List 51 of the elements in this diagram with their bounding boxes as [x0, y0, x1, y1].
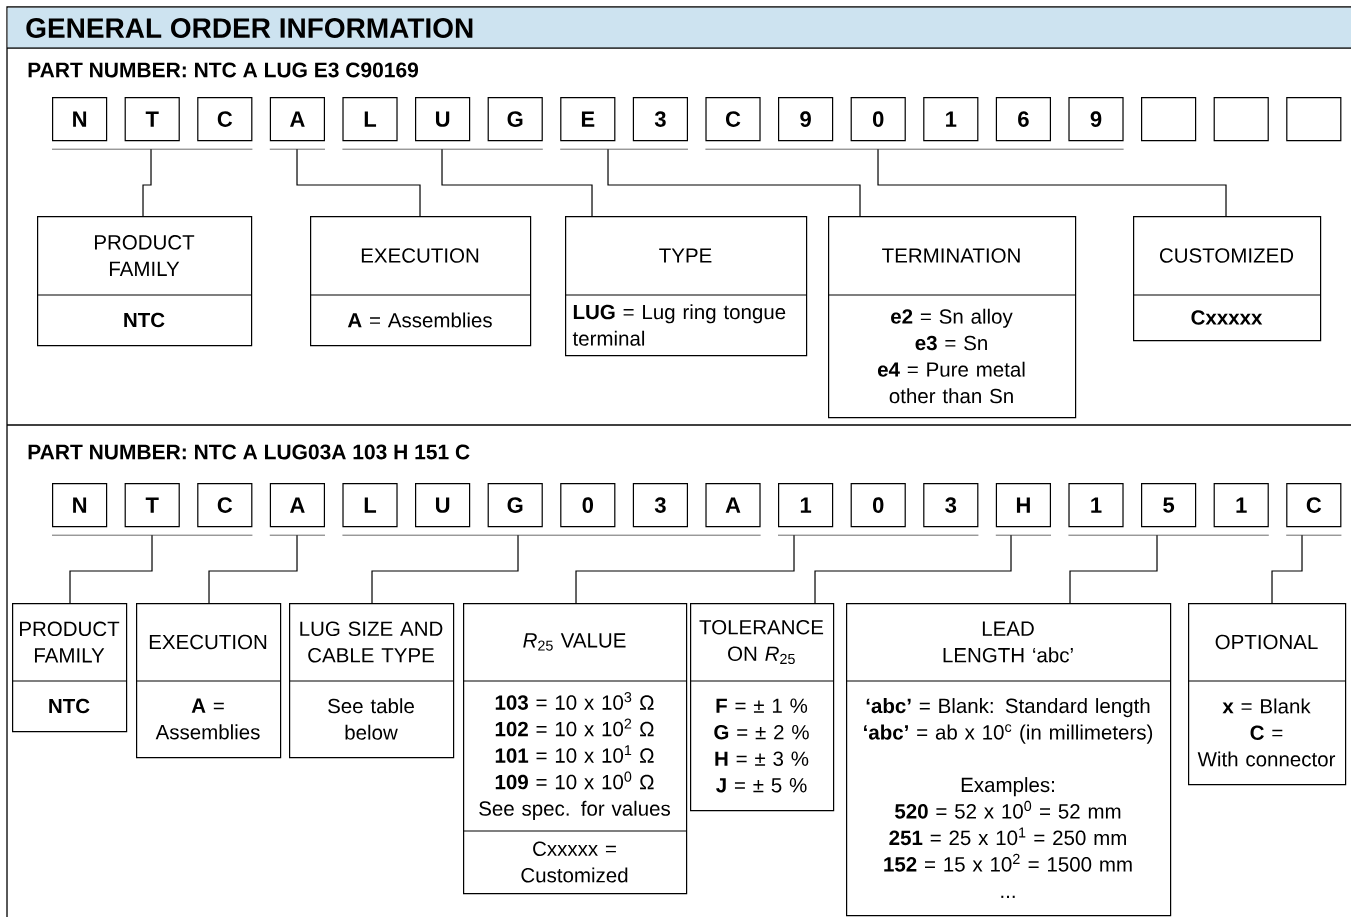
description-box: R$_{25}$ VALUE 103 = 10 x 10$^{3}$ Ω 102 = 10 x 10$^{2}$ Ω 101 = 10 x 10$^{1}$ Ω 109 = 10 x 10$^{0}$ Ω See spec. for values Cxxxxx = Customized: [462, 603, 688, 895]
character-box: A: [269, 97, 325, 142]
description-box: LUG SIZE AND CABLE TYPE See table below: [288, 603, 455, 759]
description-box: TERMINATION e2 = Sn alloy e3 = Sn e4 = Pure metal other than Sn: [827, 216, 1077, 419]
empty-character-box: [1286, 97, 1342, 142]
character-box: U: [415, 483, 471, 528]
character-box: 6: [995, 97, 1051, 142]
character-box: L: [342, 483, 398, 528]
character-box: 5: [1141, 483, 1197, 528]
character-box: C: [197, 97, 253, 142]
character-box: 9: [778, 97, 834, 142]
character-box: H: [995, 483, 1051, 528]
part-number-heading: PART NUMBER: NTC A LUG03A 103 H 151 C: [28, 444, 470, 460]
character-box: 1: [1068, 483, 1124, 528]
character-box: C: [1286, 483, 1342, 528]
character-box: 1: [778, 483, 834, 528]
character-box: 1: [1213, 483, 1269, 528]
character-box: A: [705, 483, 761, 528]
character-box: 0: [850, 483, 906, 528]
description-box: TYPE LUG = Lug ring tongue terminal: [564, 216, 808, 357]
character-box: U: [415, 97, 471, 142]
description-box: PRODUCT FAMILY NTC: [11, 603, 128, 733]
character-box: 3: [632, 483, 688, 528]
character-box: E: [560, 97, 616, 142]
description-box: TOLERANCE ON R$_{25}$ F = ± 1 % G = ± 2 % H = ± 3 % J = ± 5 %: [689, 603, 835, 812]
character-box: A: [269, 483, 325, 528]
description-box: EXECUTION A = Assemblies: [309, 216, 532, 347]
description-box: EXECUTION A = Assemblies: [135, 603, 282, 759]
character-box: G: [487, 483, 543, 528]
character-box: L: [342, 97, 398, 142]
character-box: 1: [923, 97, 979, 142]
character-box: 3: [632, 97, 688, 142]
description-box: OPTIONAL x = Blank C = With connector: [1187, 603, 1347, 786]
character-box: 3: [923, 483, 979, 528]
part-number-heading: PART NUMBER: NTC A LUG E3 C90169: [28, 62, 419, 78]
character-box: 0: [850, 97, 906, 142]
character-box: C: [705, 97, 761, 142]
character-box: T: [124, 97, 180, 142]
character-box: N: [52, 483, 108, 528]
character-box: 9: [1068, 97, 1124, 142]
empty-character-box: [1213, 97, 1269, 142]
character-box: T: [124, 483, 180, 528]
character-box: N: [52, 97, 108, 142]
description-box: LEAD LENGTH ‘abc’ ‘abc’ = Blank: Standard length ‘abc’ = ab x 10$^{c}$ (in millimeters) Examples: 520 = 52 x 10$^{0}$ = 52 mm 251 = 25 x 10$^{1}$ = 250 mm 152 = 15 x 10$^{2}$ = 1500 mm ...: [845, 603, 1172, 917]
empty-character-box: [1141, 97, 1197, 142]
character-box: G: [487, 97, 543, 142]
title-banner: GENERAL ORDER INFORMATION: [6, 7, 1351, 49]
character-box: C: [197, 483, 253, 528]
description-box: PRODUCT FAMILY NTC: [36, 216, 253, 347]
description-box: CUSTOMIZED Cxxxxx: [1132, 216, 1322, 342]
character-box: 0: [560, 483, 616, 528]
